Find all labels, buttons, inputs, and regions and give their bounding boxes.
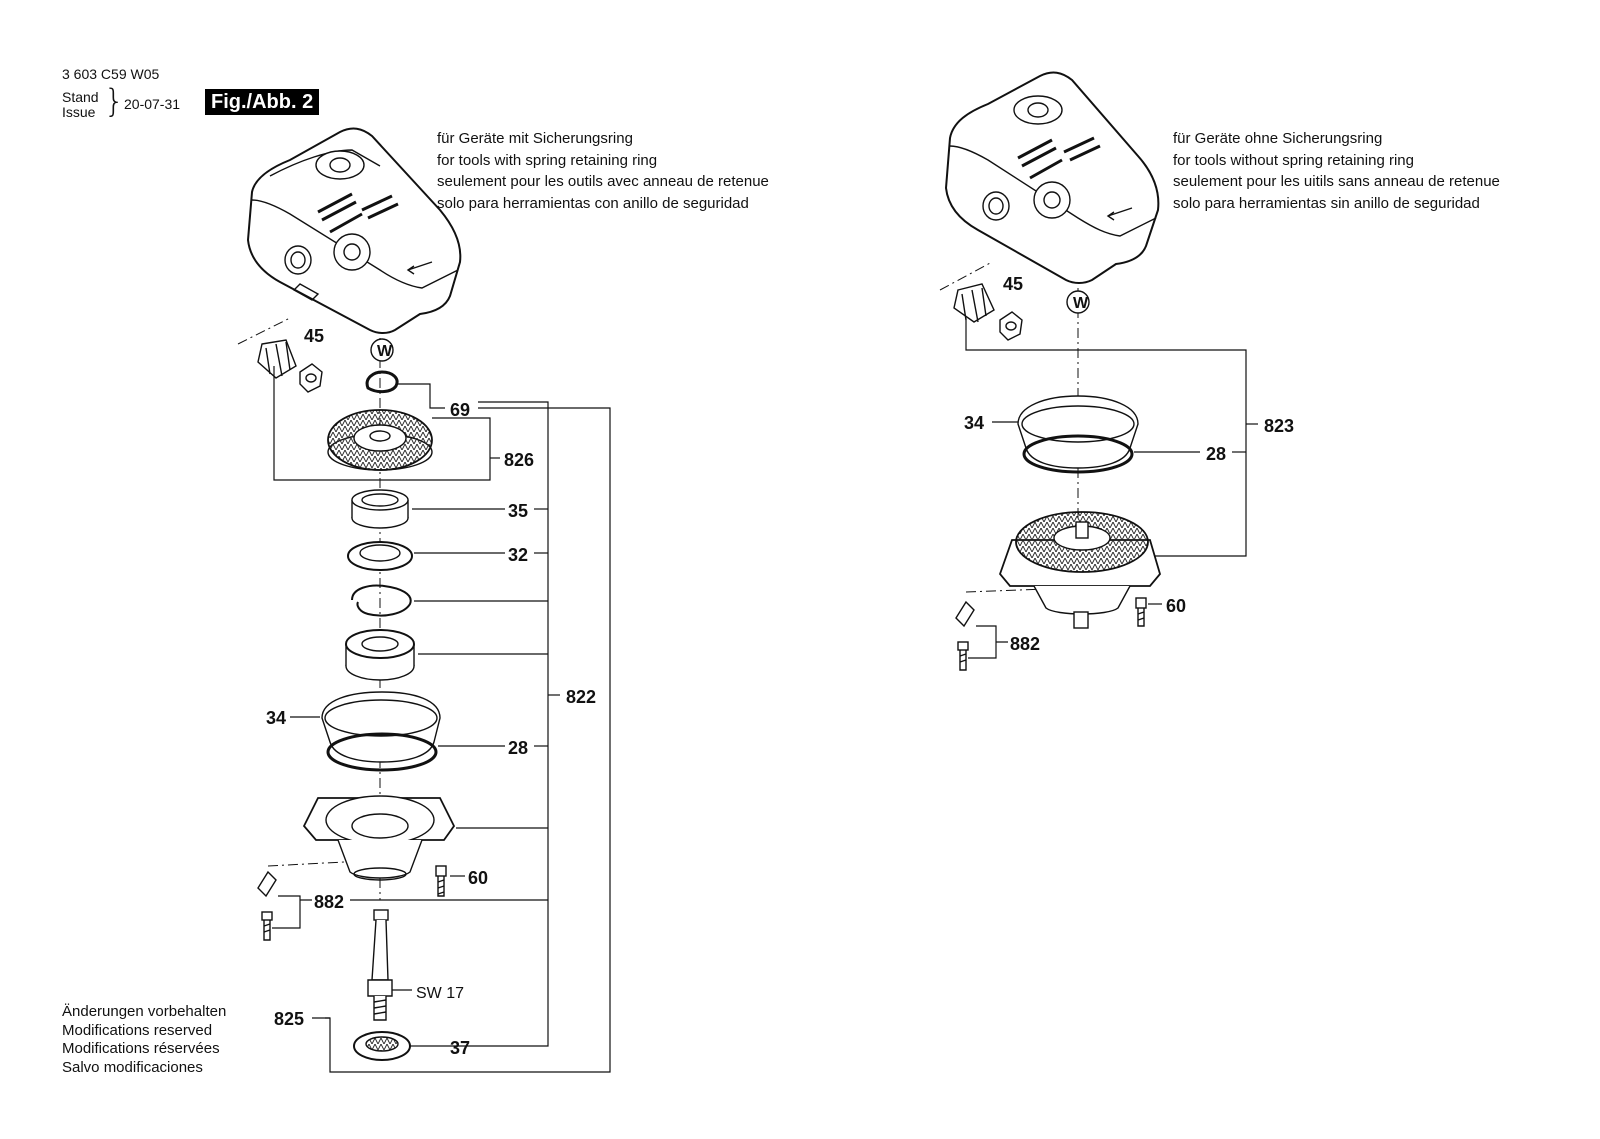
note-line: for tools with spring retaining ring [437,151,658,169]
label-37: 37 [450,1038,470,1058]
retaining-ring [351,584,412,617]
spring-ring-69 [365,370,399,394]
label-w: W [1073,295,1089,312]
issue-date: 20-07-31 [124,96,181,112]
label-882: 882 [314,892,344,912]
note-line: für Geräte ohne Sicherungsring [1173,130,1383,147]
leader-lines-left [272,366,611,1073]
label-32: 32 [508,545,528,565]
label-60: 60 [468,868,488,888]
label-28: 28 [1206,444,1226,464]
right-assembly [939,71,1258,671]
note-line: for tools without spring retaining ring [1173,151,1414,169]
gear-housing-left [246,127,462,334]
flange-gear-assembly [998,511,1161,629]
label-45: 45 [1003,274,1023,294]
needle-bearing-35 [351,489,409,529]
clamp-ring-34 [321,691,441,763]
label-34: 34 [964,413,984,433]
screw-60-left [435,865,447,897]
label-60: 60 [1166,596,1186,616]
modifications-note: Änderungen vorbehalten Modifications res… [62,1003,226,1077]
left-variant-note: für Geräte mit Sicherungsring for tools … [437,128,769,214]
screw-60-right [1135,597,1147,627]
locking-lever-882-right [955,600,975,671]
label-28: 28 [508,738,528,758]
label-823: 823 [1264,416,1294,436]
nut-45-left [299,363,323,393]
lubricant-marker-circle [1066,290,1090,314]
footer-line: Modifications reserved [62,1021,213,1039]
label-69: 69 [450,400,470,420]
pinion-gear-right [953,283,995,323]
left-assembly [237,127,611,1073]
label-w: W [377,343,393,360]
label-882: 882 [1010,634,1040,654]
document-number: 3 603 C59 W05 [62,66,160,82]
stand-label: Stand [62,89,99,105]
o-ring-28-right [1022,434,1134,474]
gear-housing-right [944,71,1160,284]
clamp-ring-34-right [1017,395,1139,469]
pinion-gear-left [257,339,297,379]
note-line: für Geräte mit Sicherungsring [437,130,633,147]
label-34: 34 [266,708,286,728]
o-ring-28 [326,732,438,772]
leader-lines-right [965,318,1258,659]
issue-label: Issue [62,104,96,120]
brace-glyph: } [104,82,125,120]
locking-lever-882 [257,870,277,941]
right-labels: 45 W 34 823 28 60 882 [964,274,1294,654]
note-line: seulement pour les outils avec anneau de… [437,173,769,190]
lubricant-marker-circle [370,338,394,362]
label-45: 45 [304,326,324,346]
spindle-825 [367,909,393,1021]
label-822: 822 [566,687,596,707]
bearing-flange [302,795,456,881]
seal-32 [347,541,413,571]
note-line: seulement pour les uitils sans anneau de… [1173,173,1500,190]
label-825: 825 [274,1009,304,1029]
ball-bearing [345,629,415,681]
label-826: 826 [504,450,534,470]
crown-gear-826 [327,409,433,471]
label-sw17: SW 17 [416,985,464,1002]
flange-nut-37 [353,1031,411,1061]
footer-line: Modifications réservées [62,1040,220,1057]
note-line: solo para herramientas con anillo de seg… [437,194,749,212]
figure-badge: Fig./Abb. 2 [205,89,320,115]
note-line: solo para herramientas sin anillo de seg… [1173,194,1480,212]
right-variant-note: für Geräte ohne Sicherungsring for tools… [1173,128,1500,214]
label-35: 35 [508,501,528,521]
left-labels: 45 W 69 826 35 32 822 34 28 60 882 SW 17… [266,326,596,1058]
nut-45-right [999,311,1023,341]
footer-line: Änderungen vorbehalten [62,1003,227,1020]
footer-line: Salvo modificaciones [62,1058,203,1076]
